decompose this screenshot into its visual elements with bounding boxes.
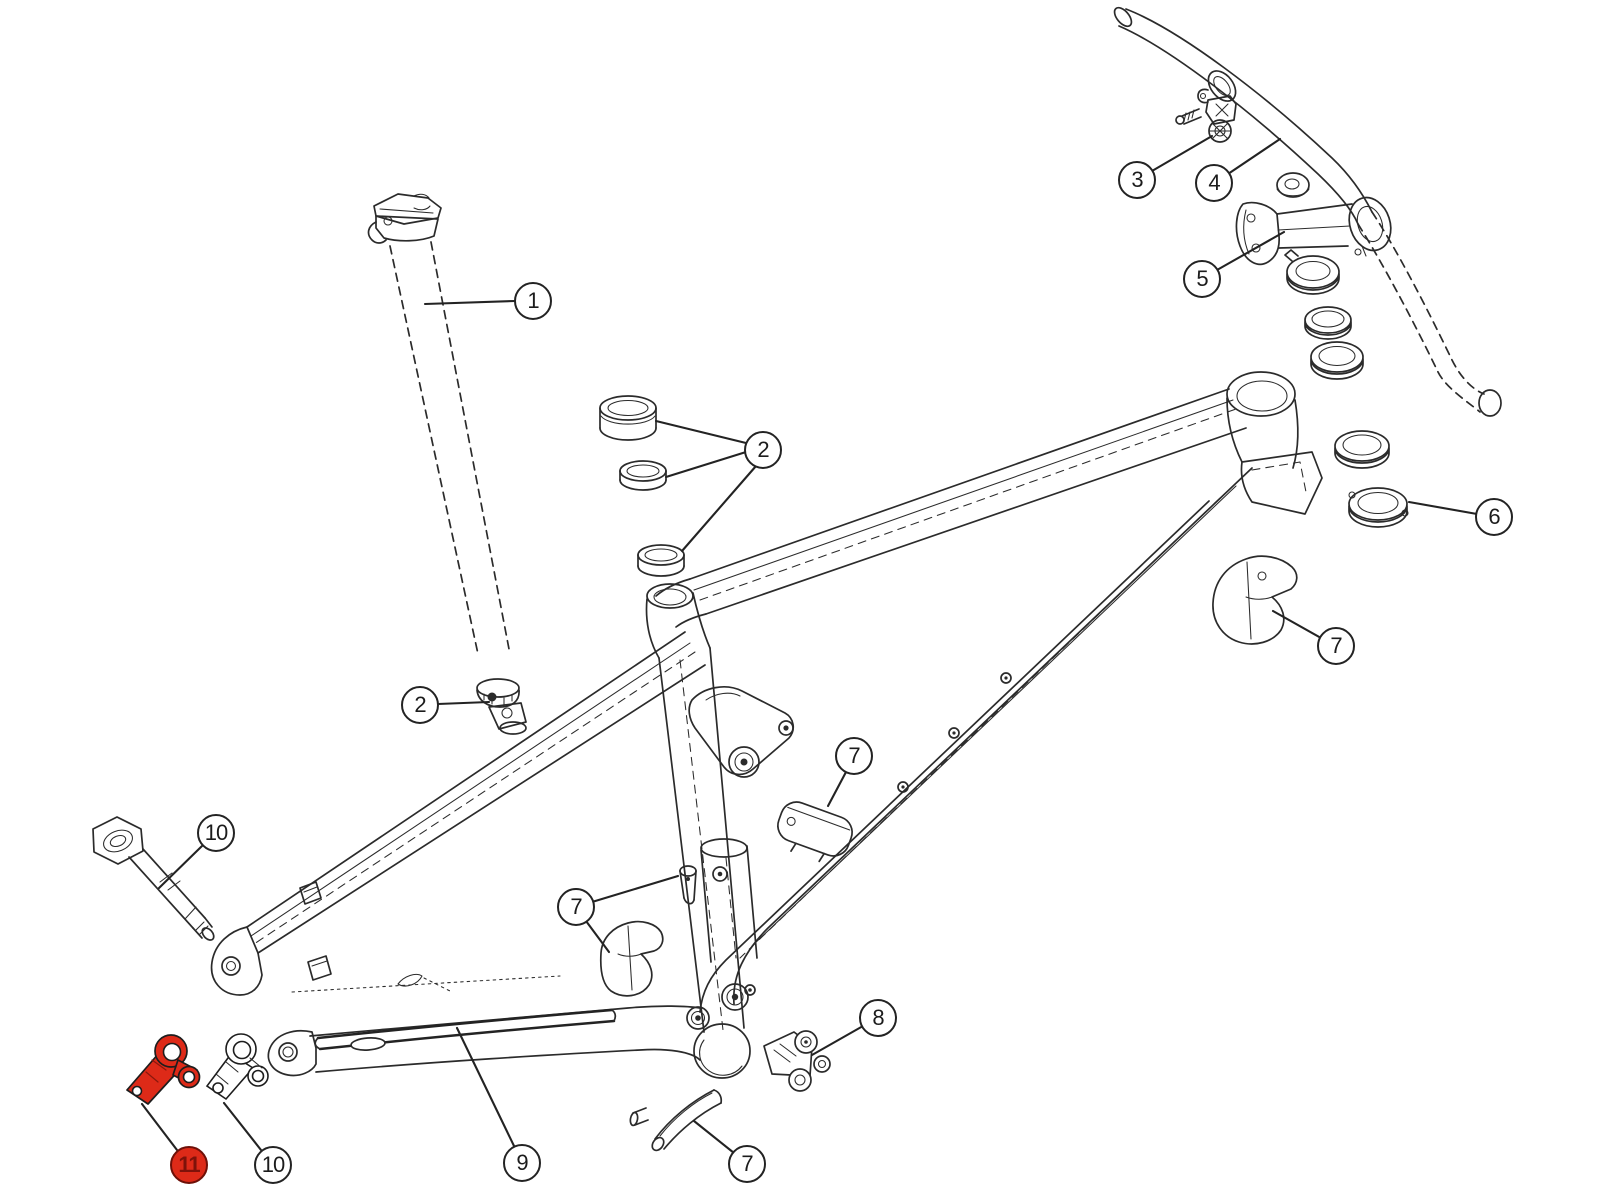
callout-3: 3 bbox=[1118, 161, 1156, 199]
callout-10a: 10 bbox=[197, 814, 235, 852]
callout-1: 1 bbox=[514, 282, 552, 320]
callout-10b: 10 bbox=[254, 1146, 292, 1184]
frame-front-triangle bbox=[645, 371, 1323, 1079]
spacer-rings-part bbox=[599, 395, 685, 577]
callout-label: 2 bbox=[757, 437, 769, 462]
callout-7a: 7 bbox=[1317, 627, 1355, 665]
rocker-link bbox=[688, 686, 795, 778]
stem-part bbox=[1235, 172, 1392, 266]
callout-4: 4 bbox=[1195, 164, 1233, 202]
callout-label: 4 bbox=[1208, 170, 1220, 195]
leader-lines bbox=[140, 134, 1479, 1155]
lower-guard-part bbox=[629, 1089, 723, 1152]
callout-label: 7 bbox=[1330, 633, 1342, 658]
leader-line-7c1 bbox=[590, 874, 680, 904]
callout-7c: 7 bbox=[557, 888, 595, 926]
remote-lever-part bbox=[1175, 70, 1237, 143]
leader-line-10b bbox=[222, 1101, 263, 1152]
frame-cover-part bbox=[777, 801, 853, 863]
seat-tube-guard-part bbox=[599, 920, 664, 997]
derailleur-hanger-part bbox=[126, 1034, 201, 1105]
callout-label: 8 bbox=[872, 1005, 884, 1030]
leader-line-7b bbox=[826, 770, 848, 808]
leader-line-5 bbox=[1215, 230, 1286, 272]
thru-axle-part bbox=[92, 816, 215, 941]
seatpost-part bbox=[367, 193, 527, 735]
callout-6: 6 bbox=[1475, 498, 1513, 536]
cable-plug-part bbox=[679, 865, 697, 905]
leader-line-2c bbox=[680, 464, 758, 553]
callout-label: 2 bbox=[414, 692, 426, 717]
callout-2b: 2 bbox=[401, 686, 439, 724]
leader-line-4 bbox=[1226, 137, 1282, 176]
leader-line-9 bbox=[455, 1026, 517, 1150]
callout-7b: 7 bbox=[835, 737, 873, 775]
callout-9: 9 bbox=[503, 1144, 541, 1182]
leader-line-7d bbox=[692, 1119, 736, 1155]
leader-line-2a bbox=[654, 419, 748, 445]
callout-11-highlighted: 11 bbox=[170, 1146, 208, 1184]
leader-line-2b bbox=[664, 450, 748, 479]
downtube-rivets bbox=[897, 672, 1012, 793]
leader-line-10a bbox=[157, 844, 204, 890]
callout-5: 5 bbox=[1183, 260, 1221, 298]
callout-label: 11 bbox=[178, 1152, 200, 1177]
leader-line-6 bbox=[1407, 500, 1479, 516]
callout-label: 10 bbox=[204, 820, 229, 845]
leader-line-8 bbox=[810, 1024, 865, 1057]
callout-2a: 2 bbox=[744, 431, 782, 469]
swingarm-pivots bbox=[686, 983, 756, 1030]
callout-label: 7 bbox=[741, 1151, 753, 1176]
leader-line-1 bbox=[423, 299, 517, 306]
callout-label: 10 bbox=[261, 1152, 286, 1177]
callout-label: 5 bbox=[1196, 266, 1208, 291]
headtube-guard-part bbox=[1212, 555, 1298, 645]
callout-label: 1 bbox=[527, 288, 539, 313]
leader-line-7c2 bbox=[584, 919, 611, 954]
callout-label: 3 bbox=[1131, 167, 1143, 192]
callout-7d: 7 bbox=[728, 1145, 766, 1183]
callout-label: 7 bbox=[848, 743, 860, 768]
callout-label: 6 bbox=[1488, 504, 1500, 529]
callout-8: 8 bbox=[859, 999, 897, 1037]
leader-line-7a bbox=[1271, 609, 1323, 640]
bearing-cover-part bbox=[1348, 487, 1409, 528]
leader-line-2d bbox=[436, 700, 491, 706]
headset-rings bbox=[1284, 249, 1409, 528]
callout-label: 9 bbox=[516, 1150, 528, 1175]
leader-line-11 bbox=[140, 1102, 179, 1152]
chainstay-protector-part bbox=[314, 1008, 617, 1051]
rear-triangle bbox=[210, 631, 706, 1077]
chain-guide-part bbox=[763, 1030, 831, 1092]
hanger-plate-part bbox=[205, 1033, 269, 1101]
callout-label: 7 bbox=[570, 894, 582, 919]
leader-line-3 bbox=[1150, 134, 1214, 173]
